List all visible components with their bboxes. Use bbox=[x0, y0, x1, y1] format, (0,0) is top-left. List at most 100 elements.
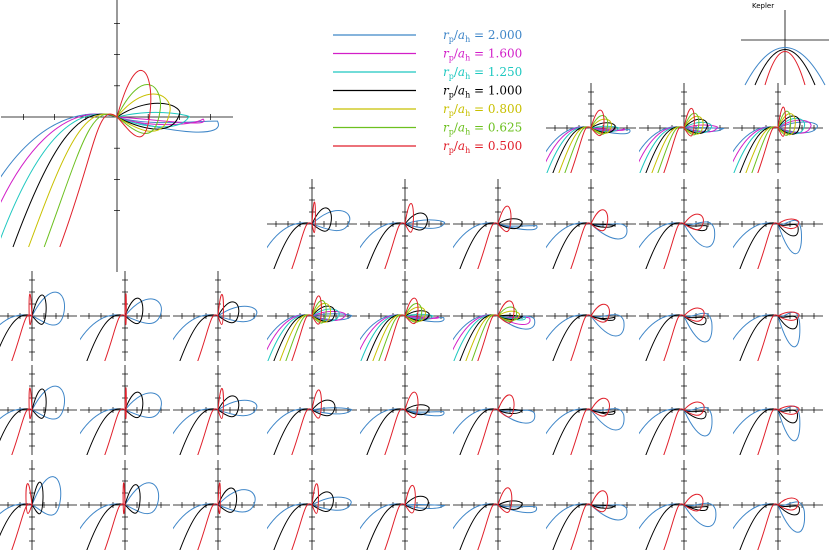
panel-r4-c2 bbox=[173, 460, 263, 550]
series-line-2-000 bbox=[0, 476, 62, 516]
series-line-1-000 bbox=[645, 408, 707, 455]
legend-entry: rp/ah = 0.800 bbox=[333, 102, 522, 118]
series-line-1-000 bbox=[739, 503, 800, 550]
series-line-1-000 bbox=[645, 118, 708, 173]
series-line-0-500 bbox=[757, 497, 799, 550]
series-line-0-500 bbox=[477, 394, 515, 455]
series-line-0-800 bbox=[558, 118, 612, 173]
series-line-0-625 bbox=[471, 306, 518, 361]
series-line-2-000 bbox=[267, 210, 351, 249]
series-line-0-500 bbox=[384, 484, 416, 550]
series-line-2-000 bbox=[546, 314, 625, 341]
axes bbox=[0, 460, 77, 550]
panel-r4-c3 bbox=[267, 460, 357, 550]
series-group bbox=[360, 203, 446, 269]
legend-label: rp/ah = 1.000 bbox=[443, 84, 522, 100]
legend-label: rp/ah = 1.600 bbox=[443, 47, 522, 63]
series-group bbox=[1, 69, 219, 248]
series-group bbox=[80, 482, 160, 550]
series-line-0-500 bbox=[757, 106, 786, 173]
main-panel bbox=[1, 0, 233, 272]
series-line-0-500 bbox=[477, 205, 512, 269]
series-line-1-000 bbox=[366, 212, 428, 269]
series-line-0-500 bbox=[197, 388, 224, 455]
series-line-0-500 bbox=[104, 293, 127, 361]
series-line-0-800 bbox=[28, 93, 171, 248]
series-line-1-000 bbox=[273, 305, 336, 361]
series-line-0-500 bbox=[570, 490, 609, 550]
series-line-0-500 bbox=[757, 218, 800, 269]
series-group bbox=[639, 307, 713, 361]
series-group bbox=[546, 109, 631, 173]
series-line-1-000 bbox=[459, 218, 523, 269]
series-line-1-000 bbox=[179, 487, 238, 550]
series-line-0-500 bbox=[384, 391, 419, 455]
series-group bbox=[453, 394, 536, 455]
series-group bbox=[453, 205, 538, 269]
series-line-0-500 bbox=[384, 297, 419, 361]
series-line-2-000 bbox=[1, 113, 219, 178]
series-line-2-000 bbox=[453, 503, 537, 530]
series-group bbox=[360, 484, 446, 550]
series-group bbox=[639, 213, 716, 269]
panel-r3-c4 bbox=[360, 365, 450, 455]
series-line-2-000 bbox=[546, 408, 625, 435]
series-group bbox=[0, 291, 65, 361]
series-group bbox=[546, 303, 625, 361]
series-line-2-000 bbox=[173, 305, 258, 341]
panel-r3-c6 bbox=[546, 365, 636, 455]
panel-r2-c5 bbox=[453, 271, 543, 361]
series-line-0-500 bbox=[59, 69, 152, 248]
panel-r2-c7 bbox=[639, 271, 729, 361]
series-group bbox=[453, 300, 536, 361]
series-line-2-000 bbox=[0, 385, 65, 420]
panel-r2-c0 bbox=[0, 271, 77, 361]
series-line-0-625 bbox=[564, 115, 609, 173]
series-line-2-000 bbox=[733, 219, 802, 255]
series-line-1-000 bbox=[273, 399, 336, 455]
series-group bbox=[639, 401, 713, 455]
series-line-0-500 bbox=[570, 209, 609, 269]
legend-label: rp/ah = 1.250 bbox=[443, 65, 522, 81]
panel-top-8 bbox=[733, 83, 823, 173]
series-line-2-000 bbox=[173, 399, 258, 435]
series-line-2-000 bbox=[267, 496, 352, 530]
series-line-0-500 bbox=[570, 109, 605, 173]
legend-label: rp/ah = 2.000 bbox=[443, 28, 522, 44]
legend-label: rp/ah = 0.800 bbox=[443, 102, 522, 118]
series-line-1-000 bbox=[739, 314, 798, 361]
series-group bbox=[173, 388, 258, 455]
series-line-1-000 bbox=[645, 222, 708, 269]
panel-r4-c8 bbox=[733, 460, 823, 550]
panel-r3-c8 bbox=[733, 365, 823, 455]
legend-entry: rp/ah = 1.250 bbox=[333, 65, 522, 81]
panel-r4-c7 bbox=[639, 460, 729, 550]
series-line-1-600 bbox=[1, 113, 205, 204]
series-line-0-500 bbox=[663, 493, 704, 550]
series-group bbox=[267, 295, 353, 361]
series-line-0-500 bbox=[104, 387, 127, 455]
series-line-1-250 bbox=[639, 121, 712, 173]
series-group bbox=[639, 107, 725, 173]
series-line-1-000 bbox=[739, 408, 798, 455]
series-group bbox=[546, 490, 628, 550]
panel-r2-c1 bbox=[80, 271, 170, 361]
series-group bbox=[733, 311, 801, 361]
series-group bbox=[733, 218, 802, 269]
series-line-1-000 bbox=[0, 294, 47, 348]
series-line-0-500 bbox=[11, 293, 33, 361]
panel-r4-c0 bbox=[0, 460, 77, 550]
series-line-1-000 bbox=[179, 395, 240, 455]
panel-r1-c6 bbox=[546, 179, 636, 269]
series-line-0-800 bbox=[465, 310, 520, 361]
series-line-1-000 bbox=[645, 314, 707, 361]
panel-r4-c4 bbox=[360, 460, 450, 550]
series-line-2-000 bbox=[639, 406, 713, 437]
series-line-1-000 bbox=[273, 491, 334, 550]
series-line-1-250 bbox=[453, 314, 526, 361]
kepler-curve-1-000 bbox=[754, 49, 816, 86]
series-line-2-000 bbox=[360, 219, 446, 249]
axes bbox=[1, 0, 233, 272]
